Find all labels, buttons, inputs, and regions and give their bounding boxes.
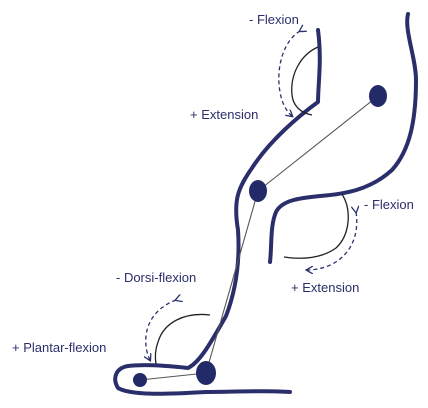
- hip-extension-label: + Extension: [190, 107, 258, 122]
- knee-rotation-arrow: [307, 212, 357, 270]
- hip-flexion-label: - Flexion: [249, 12, 299, 27]
- leg-back-outline: [270, 14, 416, 262]
- ankle-plantarflexion-label: + Plantar-flexion: [12, 340, 106, 355]
- ankle-dorsiflexion-label: - Dorsi-flexion: [116, 270, 196, 285]
- knee-extension-label: + Extension: [291, 280, 359, 295]
- ankle-joint: [196, 361, 216, 385]
- ankle-rotation-arrow: [146, 300, 176, 360]
- knee-flexion-label: - Flexion: [364, 197, 414, 212]
- thigh-segment: [258, 96, 378, 191]
- hip-rotation-arrow: [279, 31, 300, 116]
- toe-joint: [133, 373, 147, 387]
- shank-segment: [206, 191, 258, 373]
- hip-joint: [369, 85, 387, 107]
- knee-joint: [249, 180, 267, 202]
- knee-angle-arc: [284, 194, 348, 258]
